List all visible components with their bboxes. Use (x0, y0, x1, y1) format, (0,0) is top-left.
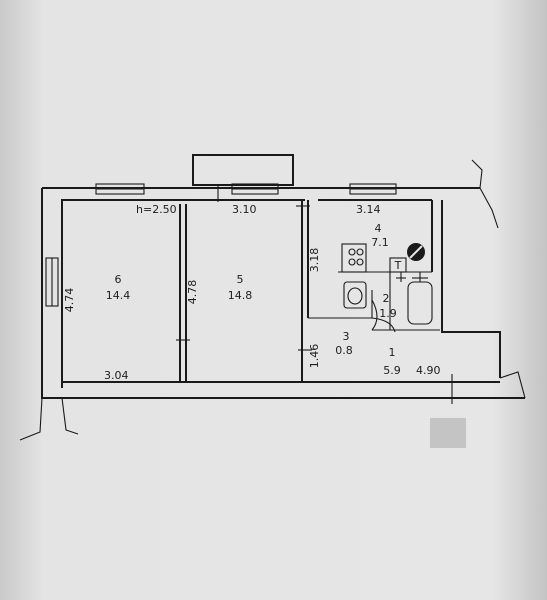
bathroom-fixtures (343, 272, 433, 325)
dim-room4-top: 3.14 (356, 203, 381, 216)
bathtub (407, 281, 433, 325)
door-marks (176, 186, 453, 404)
dim-room4-height: 3.18 (308, 248, 321, 273)
dim-room6-bottom: 3.04 (104, 369, 129, 382)
room-3-area: 0.8 (335, 344, 353, 357)
dim-room5-height: 4.78 (186, 280, 199, 305)
room-5-area: 14.8 (228, 289, 253, 302)
room-3-number: 3 (343, 330, 350, 343)
toilet (343, 281, 367, 309)
balcony (192, 154, 294, 186)
stove-symbol: T (394, 259, 402, 272)
stove (389, 257, 407, 273)
room-5-number: 5 (237, 273, 244, 286)
dim-room6-left: 4.74 (63, 288, 76, 313)
sink-unit (341, 243, 367, 273)
room-6-number: 6 (115, 273, 122, 286)
outer-walls (19, 159, 526, 441)
room-2-area: 1.9 (379, 307, 397, 320)
room-labels: h=2.50 3.10 3.14 6 14.4 5 14.8 4 7.1 3 0… (63, 203, 441, 382)
interior-walls (179, 199, 440, 382)
dim-room3-height: 1.46 (308, 344, 321, 369)
redaction-smudge (430, 418, 466, 448)
room-4-area: 7.1 (371, 236, 389, 249)
dim-corridor: 4.90 (416, 364, 441, 377)
room-2-number: 2 (383, 292, 390, 305)
dim-room6-top: 3.10 (232, 203, 257, 216)
kitchen-fixtures: T (341, 243, 425, 273)
windows (45, 183, 397, 307)
ceiling-height: h=2.50 (136, 203, 177, 216)
room-1-number: 1 (389, 346, 396, 359)
room-4-number: 4 (375, 222, 382, 235)
room-6-area: 14.4 (106, 289, 131, 302)
room-1-area: 5.9 (383, 364, 401, 377)
